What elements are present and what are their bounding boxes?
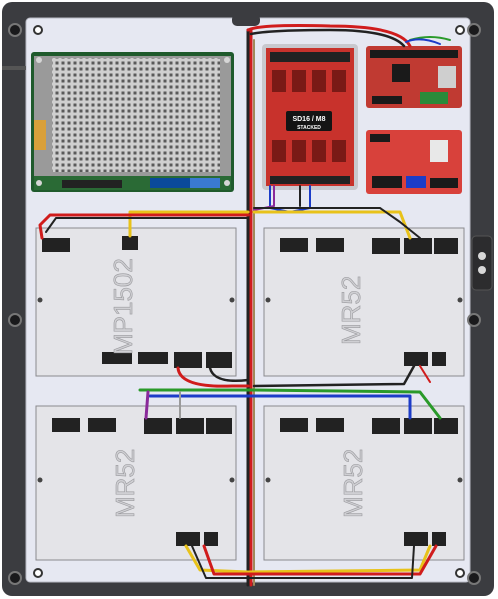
mr52-panel-top-right: MR52 — [263, 227, 465, 377]
wiring-harness — [38, 24, 451, 587]
mp1502-panel: MP1502 — [35, 227, 237, 377]
mr52-panel-bottom-left: MR52 — [35, 405, 237, 561]
latch-screw-icon — [478, 266, 486, 274]
sd16-label-plate — [286, 111, 332, 131]
mr52-label-bottom-left: MR52 — [110, 449, 140, 518]
mp1502-label: MP1502 — [108, 258, 138, 355]
hinge-lip — [2, 66, 26, 70]
latch-screw-icon — [478, 252, 486, 260]
backplate-mount-holes — [33, 25, 465, 578]
door-latch — [471, 235, 493, 291]
panel-standoffs — [37, 297, 463, 483]
controller-board-top — [366, 46, 462, 108]
mr52-panel-bottom-right: MR52 — [263, 405, 465, 561]
frame-mount-holes — [8, 23, 481, 585]
controller-board-lower — [366, 130, 462, 194]
sd16-module: SD16 / M8 STACKED — [262, 44, 358, 190]
mr52-label-bottom-right: MR52 — [338, 449, 368, 518]
sd16-label-line2: STACKED — [297, 125, 321, 131]
power-supply-board — [31, 52, 234, 192]
mr52-label-top-right: MR52 — [336, 276, 366, 345]
sd16-label-line1: SD16 / M8 — [292, 116, 325, 123]
top-notch — [232, 14, 260, 26]
